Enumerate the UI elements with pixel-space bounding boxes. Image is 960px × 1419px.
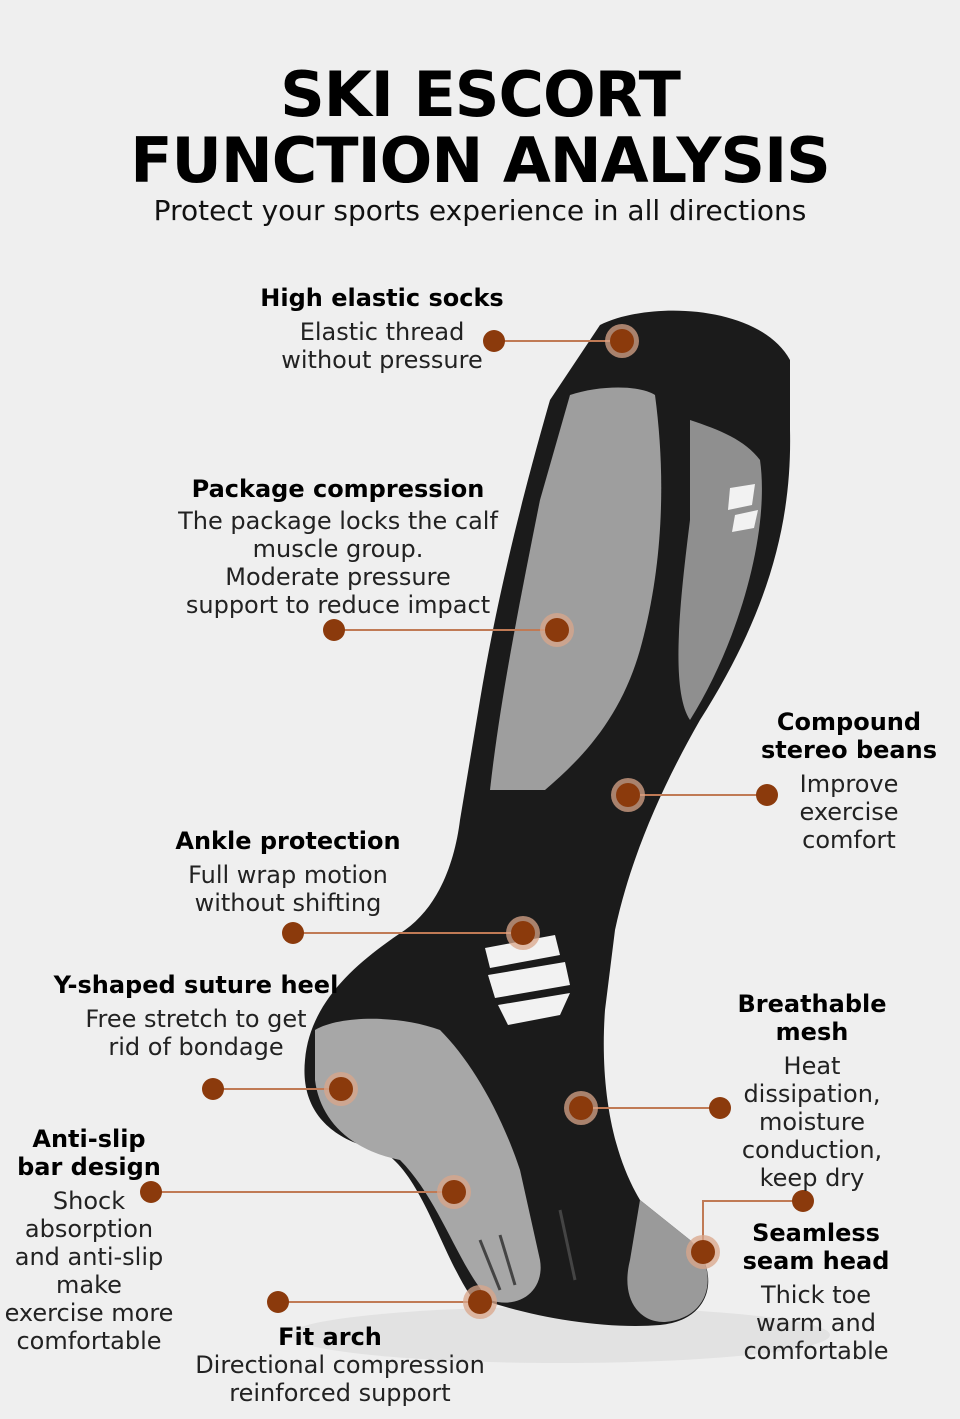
callout-desc-line: Directional compression xyxy=(195,1351,485,1379)
callout-desc-line: and anti-slip xyxy=(14,1243,164,1271)
foot-band-3 xyxy=(558,1209,577,1281)
ankle-stripe-3 xyxy=(498,993,570,1025)
floor-shadow xyxy=(290,1307,830,1363)
callout-desc-line: exercise xyxy=(799,798,899,826)
marker-y-heel-right xyxy=(329,1077,353,1101)
marker-compound-left xyxy=(616,783,640,807)
marker-anti-slip-left xyxy=(140,1181,162,1203)
callout-heading: Y-shaped suture heel xyxy=(53,971,339,999)
calf-mark-2 xyxy=(732,510,758,532)
callout-desc-line: rid of bondage xyxy=(108,1033,284,1061)
callout-desc-line: make xyxy=(56,1271,122,1299)
ankle-stripe-1 xyxy=(485,935,560,968)
callout-heading: High elastic socks xyxy=(260,284,504,312)
title-line-2: FUNCTION ANALYSIS xyxy=(130,124,831,197)
callout-desc-line: moisture xyxy=(759,1108,865,1136)
ankle-stripe-2 xyxy=(488,962,570,998)
callout-desc-line: support to reduce impact xyxy=(185,591,491,619)
callout-anti-slip: Anti-slip bar design Shock absorption an… xyxy=(4,1125,174,1355)
marker-fit-arch-right xyxy=(468,1290,492,1314)
foot-band-1 xyxy=(478,1239,502,1291)
callout-desc-line: Full wrap motion xyxy=(188,861,388,889)
callout-desc-line: Free stretch to get xyxy=(85,1005,307,1033)
callout-desc-line: absorption xyxy=(24,1215,154,1243)
callout-desc-line: Heat xyxy=(783,1052,841,1080)
marker-y-heel-left xyxy=(202,1078,224,1100)
marker-package-right xyxy=(545,618,569,642)
callout-desc-line: Elastic thread xyxy=(299,318,465,346)
sock-toe-panel xyxy=(627,1200,708,1323)
marker-package-left xyxy=(323,619,345,641)
marker-ankle-left xyxy=(282,922,304,944)
callout-desc-line: Shock xyxy=(52,1187,126,1215)
callout-desc-line: comfort xyxy=(802,826,896,854)
sock-calf-panel xyxy=(490,387,662,790)
callout-desc-line: Thick toe xyxy=(760,1281,872,1309)
callout-desc-line: reinforced support xyxy=(229,1379,451,1407)
callout-desc-line: Moderate pressure xyxy=(225,563,451,591)
title-line-1: SKI ESCORT xyxy=(280,58,681,131)
marker-high-elastic-left xyxy=(483,330,505,352)
callout-desc-line: comfortable xyxy=(743,1337,889,1365)
callout-seamless-seam-head: Seamless seam head Thick toe warm and co… xyxy=(730,1219,902,1365)
callout-desc-line: without shifting xyxy=(194,889,382,917)
callout-heading: Ankle protection xyxy=(175,827,401,855)
callout-ankle-protection: Ankle protection Full wrap motion withou… xyxy=(150,827,426,917)
callout-desc-line: keep dry xyxy=(759,1164,865,1192)
callout-breathable-mesh: Breathable mesh Heat dissipation, moistu… xyxy=(700,990,924,1192)
marker-breathable-left xyxy=(569,1096,593,1120)
leader-lines xyxy=(151,340,803,1303)
callout-heading: Breathable mesh xyxy=(737,990,887,1046)
callout-desc-line: warm and xyxy=(756,1309,876,1337)
callout-desc-line: Improve xyxy=(799,770,899,798)
callout-fit-arch: Fit arch Directional compression reinfor… xyxy=(180,1323,500,1407)
callout-compound-stereo-beans: Compound stereo beans Improve exercise c… xyxy=(760,708,938,854)
callout-desc-line: without pressure xyxy=(281,346,483,374)
callout-desc-line: comfortable xyxy=(16,1327,162,1355)
marker-anti-slip-right xyxy=(442,1180,466,1204)
callout-heading: bar design xyxy=(17,1153,161,1181)
foot-band-2 xyxy=(498,1234,517,1286)
callout-desc-line: exercise more xyxy=(4,1299,174,1327)
callout-y-shaped-heel: Y-shaped suture heel Free stretch to get… xyxy=(40,971,352,1061)
callout-desc-line: conduction, xyxy=(741,1136,883,1164)
markers xyxy=(140,324,814,1319)
marker-compound-right xyxy=(756,784,778,806)
marker-seamless-top xyxy=(792,1190,814,1212)
callout-heading: Anti-slip xyxy=(32,1125,146,1153)
marker-fit-arch-left xyxy=(267,1291,289,1313)
callout-package-compression: Package compression The package locks th… xyxy=(160,475,516,619)
sock-heel-panel xyxy=(315,1018,541,1303)
callout-heading: Package compression xyxy=(191,475,485,503)
marker-breathable-right xyxy=(709,1097,731,1119)
callout-heading: stereo beans xyxy=(760,736,937,764)
callout-desc-line: muscle group. xyxy=(252,535,424,563)
calf-mark-1 xyxy=(728,484,755,510)
callout-heading: seam head xyxy=(742,1247,890,1275)
marker-ankle-right xyxy=(511,921,535,945)
callout-desc-line: dissipation, xyxy=(743,1080,881,1108)
callout-heading: Compound xyxy=(776,708,922,736)
callout-heading: Seamless xyxy=(752,1219,880,1247)
callout-high-elastic: High elastic socks Elastic thread withou… xyxy=(232,284,532,374)
subtitle: Protect your sports experience in all di… xyxy=(153,194,807,227)
marker-high-elastic-right xyxy=(610,329,634,353)
callout-heading: Fit arch xyxy=(278,1323,382,1351)
callout-desc-line: The package locks the calf xyxy=(178,507,498,535)
marker-seamless-bottom xyxy=(691,1240,715,1264)
